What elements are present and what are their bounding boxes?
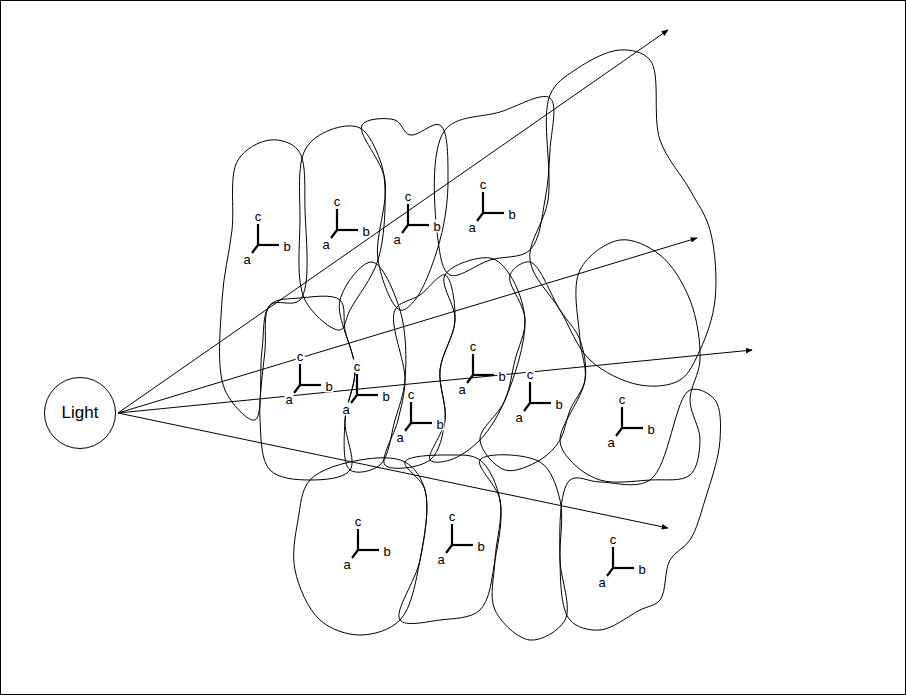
- axis-label: b: [282, 240, 291, 253]
- axis-label: c: [407, 388, 416, 401]
- grain-outline: [479, 455, 567, 640]
- crystal-axis: [452, 544, 473, 546]
- crystal-axis: [402, 225, 408, 233]
- axis-label: c: [254, 210, 263, 223]
- grain-outline: [399, 455, 501, 624]
- axis-label: c: [448, 510, 457, 523]
- crystal-axis: [410, 402, 412, 423]
- crystal-axis: [622, 427, 643, 429]
- crystal-axis: [616, 428, 622, 436]
- axis-label: b: [361, 225, 370, 238]
- grain-outline: [560, 240, 700, 482]
- crystal-axis: [621, 407, 623, 428]
- axis-label: a: [341, 403, 350, 416]
- crystal-axis: [472, 354, 474, 375]
- grain-outline: [480, 262, 586, 471]
- crystal-axis: [352, 550, 358, 558]
- crystal-axis: [613, 567, 634, 569]
- axis-label: c: [354, 515, 363, 528]
- crystal-axis: [612, 547, 614, 568]
- axis-label: c: [296, 350, 305, 363]
- crystal-axis: [607, 568, 613, 576]
- axis-label: b: [324, 380, 333, 393]
- axis-label: b: [476, 540, 485, 553]
- axis-label: a: [467, 221, 476, 234]
- axis-label: c: [404, 190, 413, 203]
- axis-label: c: [609, 533, 618, 546]
- axis-label: c: [618, 393, 627, 406]
- axis-label: a: [606, 436, 615, 449]
- crystal-axis: [483, 212, 504, 214]
- grain-outline: [384, 275, 455, 469]
- axis-label: b: [382, 545, 391, 558]
- grain-outline: [434, 96, 554, 275]
- axis-label: c: [526, 368, 535, 381]
- crystal-axis: [411, 422, 432, 424]
- axis-label: a: [321, 238, 330, 251]
- crystal-axis: [407, 204, 409, 225]
- axis-label: b: [646, 423, 655, 436]
- axis-label: c: [353, 360, 362, 373]
- light-ray: [118, 350, 752, 413]
- crystal-axis: [299, 364, 301, 385]
- light-ray: [118, 238, 697, 413]
- crystal-axis: [357, 394, 378, 396]
- crystal-axis: [258, 244, 279, 246]
- crystal-axis: [257, 224, 259, 245]
- axis-label: a: [242, 253, 251, 266]
- grain-outline: [294, 458, 427, 635]
- crystal-axis: [408, 224, 429, 226]
- light-source-circle: Light: [44, 377, 116, 449]
- crystal-axis: [451, 524, 453, 545]
- axis-label: b: [432, 220, 441, 233]
- crystal-axis: [529, 382, 531, 403]
- crystal-axis: [357, 529, 359, 550]
- axis-label: c: [469, 340, 478, 353]
- grain-outline: [560, 389, 721, 630]
- axis-label: b: [381, 390, 390, 403]
- axis-label: b: [435, 418, 444, 431]
- axis-label: a: [597, 576, 606, 589]
- axis-label: b: [507, 208, 516, 221]
- crystal-axis: [252, 245, 258, 253]
- axis-label: a: [342, 558, 351, 571]
- crystal-axis: [294, 385, 300, 393]
- crystal-axis: [358, 549, 379, 551]
- crystal-axis: [482, 192, 484, 213]
- crystal-axis: [336, 209, 338, 230]
- axis-label: a: [514, 411, 523, 424]
- crystal-axis: [331, 230, 337, 238]
- axis-label: c: [479, 178, 488, 191]
- axis-label: a: [392, 233, 401, 246]
- axis-label: b: [497, 370, 506, 383]
- crystal-axis: [356, 374, 358, 395]
- crystal-axis: [530, 402, 551, 404]
- axis-label: b: [637, 563, 646, 576]
- crystal-axis: [467, 375, 473, 383]
- grain-outline: [339, 262, 406, 472]
- axis-label: a: [284, 393, 293, 406]
- crystal-axis: [351, 395, 357, 403]
- crystal-axis: [300, 384, 321, 386]
- axis-label: a: [395, 431, 404, 444]
- axis-label: a: [457, 383, 466, 396]
- light-ray: [118, 30, 668, 413]
- axis-label: a: [436, 553, 445, 566]
- grain-outline: [429, 258, 525, 463]
- crystal-axis: [446, 545, 452, 553]
- light-ray: [118, 413, 668, 528]
- source-label: Light: [62, 403, 99, 423]
- axis-label: c: [333, 195, 342, 208]
- grain-outline: [299, 126, 385, 330]
- crystal-axis: [405, 423, 411, 431]
- crystal-axis: [524, 403, 530, 411]
- crystal-axis: [337, 229, 358, 231]
- grain-outline: [530, 50, 716, 386]
- crystal-axis: [477, 213, 483, 221]
- axis-label: b: [554, 398, 563, 411]
